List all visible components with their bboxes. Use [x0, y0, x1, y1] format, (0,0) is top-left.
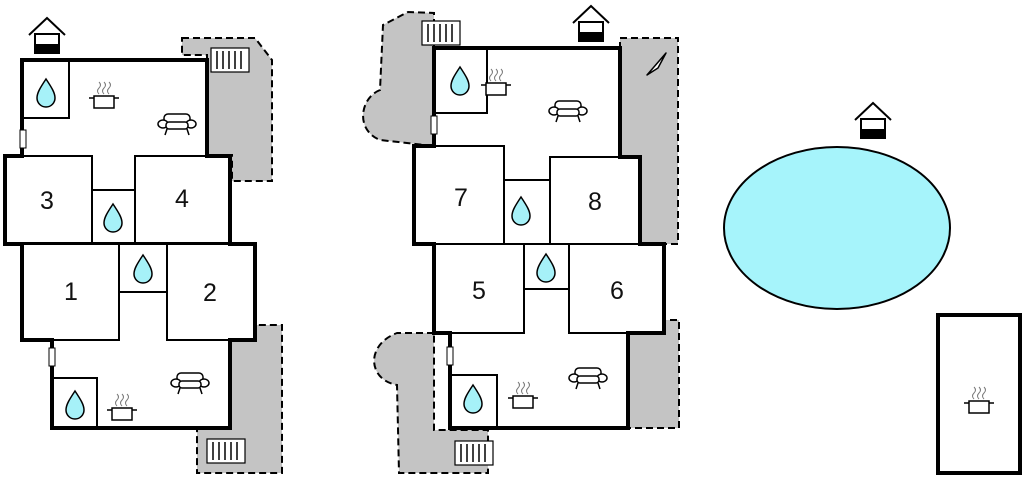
grill-icon [421, 20, 461, 46]
grill-icon [454, 440, 494, 466]
room-label: 6 [610, 277, 624, 305]
annex-wall [936, 313, 1022, 475]
room-label: 7 [454, 184, 468, 212]
terrace-top-left [362, 10, 435, 148]
pool-area [723, 102, 951, 310]
house-icon [854, 102, 892, 139]
grill-icon [210, 47, 250, 73]
annex-building [936, 313, 1022, 475]
room-label: 1 [64, 278, 78, 306]
terrace-bottom-left [373, 332, 489, 474]
room-label: 4 [175, 185, 189, 213]
middle-floor-plan: 7 8 5 6 [362, 5, 680, 474]
terrace-bottom-right [627, 319, 680, 429]
house-icon [572, 5, 610, 42]
house-icon [28, 17, 66, 54]
compass-arrow-icon [646, 52, 667, 76]
grill-icon [206, 438, 246, 464]
room-label: 8 [588, 188, 602, 216]
terrace-top-right [181, 37, 273, 182]
left-floor-plan: 3 4 1 2 [3, 17, 283, 474]
swimming-pool [723, 146, 951, 310]
terrace-bottom-right [196, 324, 283, 474]
room-label: 2 [203, 279, 217, 307]
room-label: 5 [472, 277, 486, 305]
room-label: 3 [40, 187, 54, 215]
